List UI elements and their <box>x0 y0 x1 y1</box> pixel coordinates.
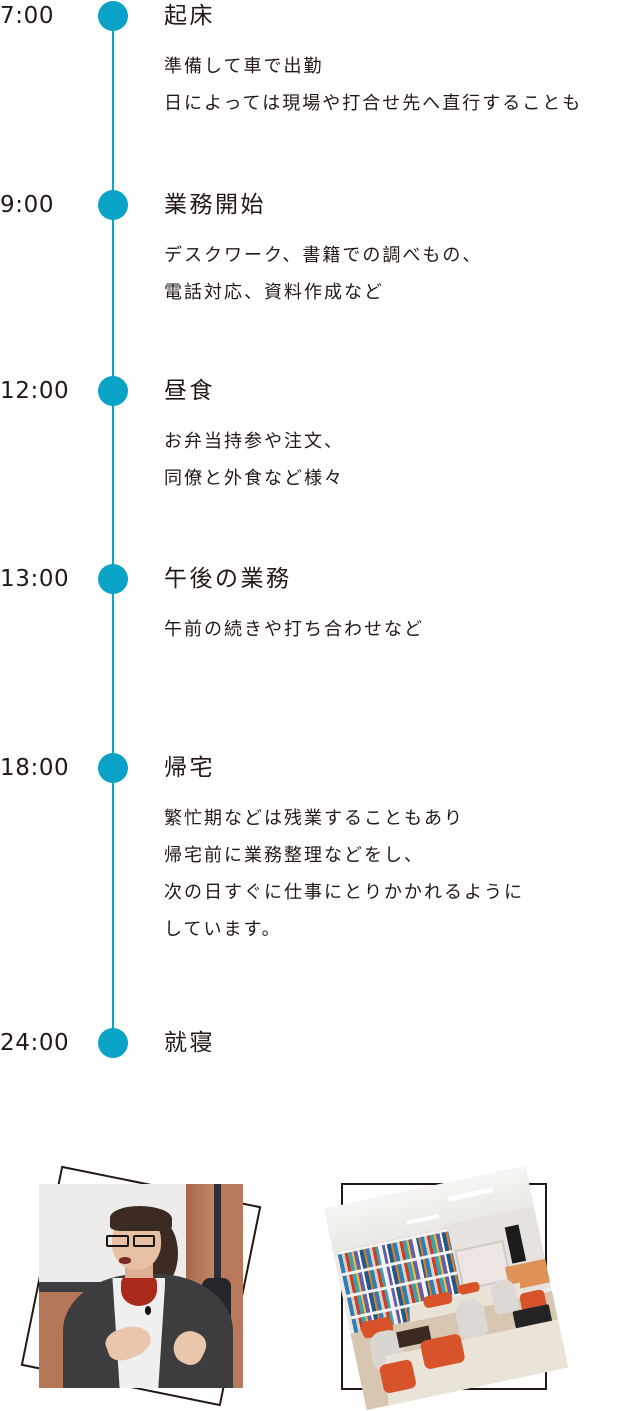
entry-description: デスクワーク、書籍での調べもの、 電話対応、資料作成など <box>164 237 622 311</box>
office-photo <box>323 1165 569 1411</box>
entry-title: 業務開始 <box>164 192 266 218</box>
entry-title: 就寝 <box>164 1030 215 1056</box>
portrait-photo <box>39 1184 243 1388</box>
entry-description: お弁当持参や注文、 同僚と外食など様々 <box>164 423 622 497</box>
entry-time: 24:00 <box>0 1030 70 1056</box>
entry-time: 18:00 <box>0 755 70 781</box>
description-line: デスクワーク、書籍での調べもの、 <box>164 245 483 266</box>
timeline-dot-icon <box>98 190 128 220</box>
description-line: 繁忙期などは残業することもあり <box>164 808 464 829</box>
entry-title: 起床 <box>164 3 215 29</box>
entry-description: 午前の続きや打ち合わせなど <box>164 611 622 648</box>
description-line: しています。 <box>164 919 282 940</box>
timeline-entry: 7:00 起床 準備して車で出勤 日によっては現場や打合せ先へ直行することも <box>0 1 622 114</box>
entry-title: 帰宅 <box>164 755 215 781</box>
description-line: 電話対応、資料作成など <box>164 282 384 303</box>
timeline-entry: 13:00 午後の業務 午前の続きや打ち合わせなど <box>0 564 622 640</box>
description-line: 帰宅前に業務整理などをし、 <box>164 845 424 866</box>
entry-description: 準備して車で出勤 日によっては現場や打合せ先へ直行することも <box>164 48 622 122</box>
entry-description: 繁忙期などは残業することもあり 帰宅前に業務整理などをし、 次の日すぐに仕事にと… <box>164 800 622 948</box>
timeline-dot-icon <box>98 564 128 594</box>
timeline-dot-icon <box>98 1028 128 1058</box>
timeline-dot-icon <box>98 753 128 783</box>
description-line: お弁当持参や注文、 <box>164 431 344 452</box>
entry-title: 昼食 <box>164 378 215 404</box>
entry-time: 7:00 <box>0 3 55 29</box>
timeline-line <box>112 16 114 1043</box>
timeline-entry: 18:00 帰宅 繁忙期などは残業することもあり 帰宅前に業務整理などをし、 次… <box>0 753 622 940</box>
entry-time: 12:00 <box>0 378 70 404</box>
timeline-entry: 24:00 就寝 <box>0 1028 622 1058</box>
description-line: 同僚と外食など様々 <box>164 468 344 489</box>
description-line: 午前の続きや打ち合わせなど <box>164 619 424 640</box>
timeline-dot-icon <box>98 376 128 406</box>
entry-time: 9:00 <box>0 192 55 218</box>
description-line: 日によっては現場や打合せ先へ直行することも <box>164 93 583 114</box>
timeline-entry: 12:00 昼食 お弁当持参や注文、 同僚と外食など様々 <box>0 376 622 489</box>
entry-time: 13:00 <box>0 566 70 592</box>
entry-title: 午後の業務 <box>164 566 292 592</box>
description-line: 準備して車で出勤 <box>164 56 324 77</box>
description-line: 次の日すぐに仕事にとりかかれるように <box>164 882 524 903</box>
timeline-dot-icon <box>98 1 128 31</box>
timeline-entry: 9:00 業務開始 デスクワーク、書籍での調べもの、 電話対応、資料作成など <box>0 190 622 303</box>
